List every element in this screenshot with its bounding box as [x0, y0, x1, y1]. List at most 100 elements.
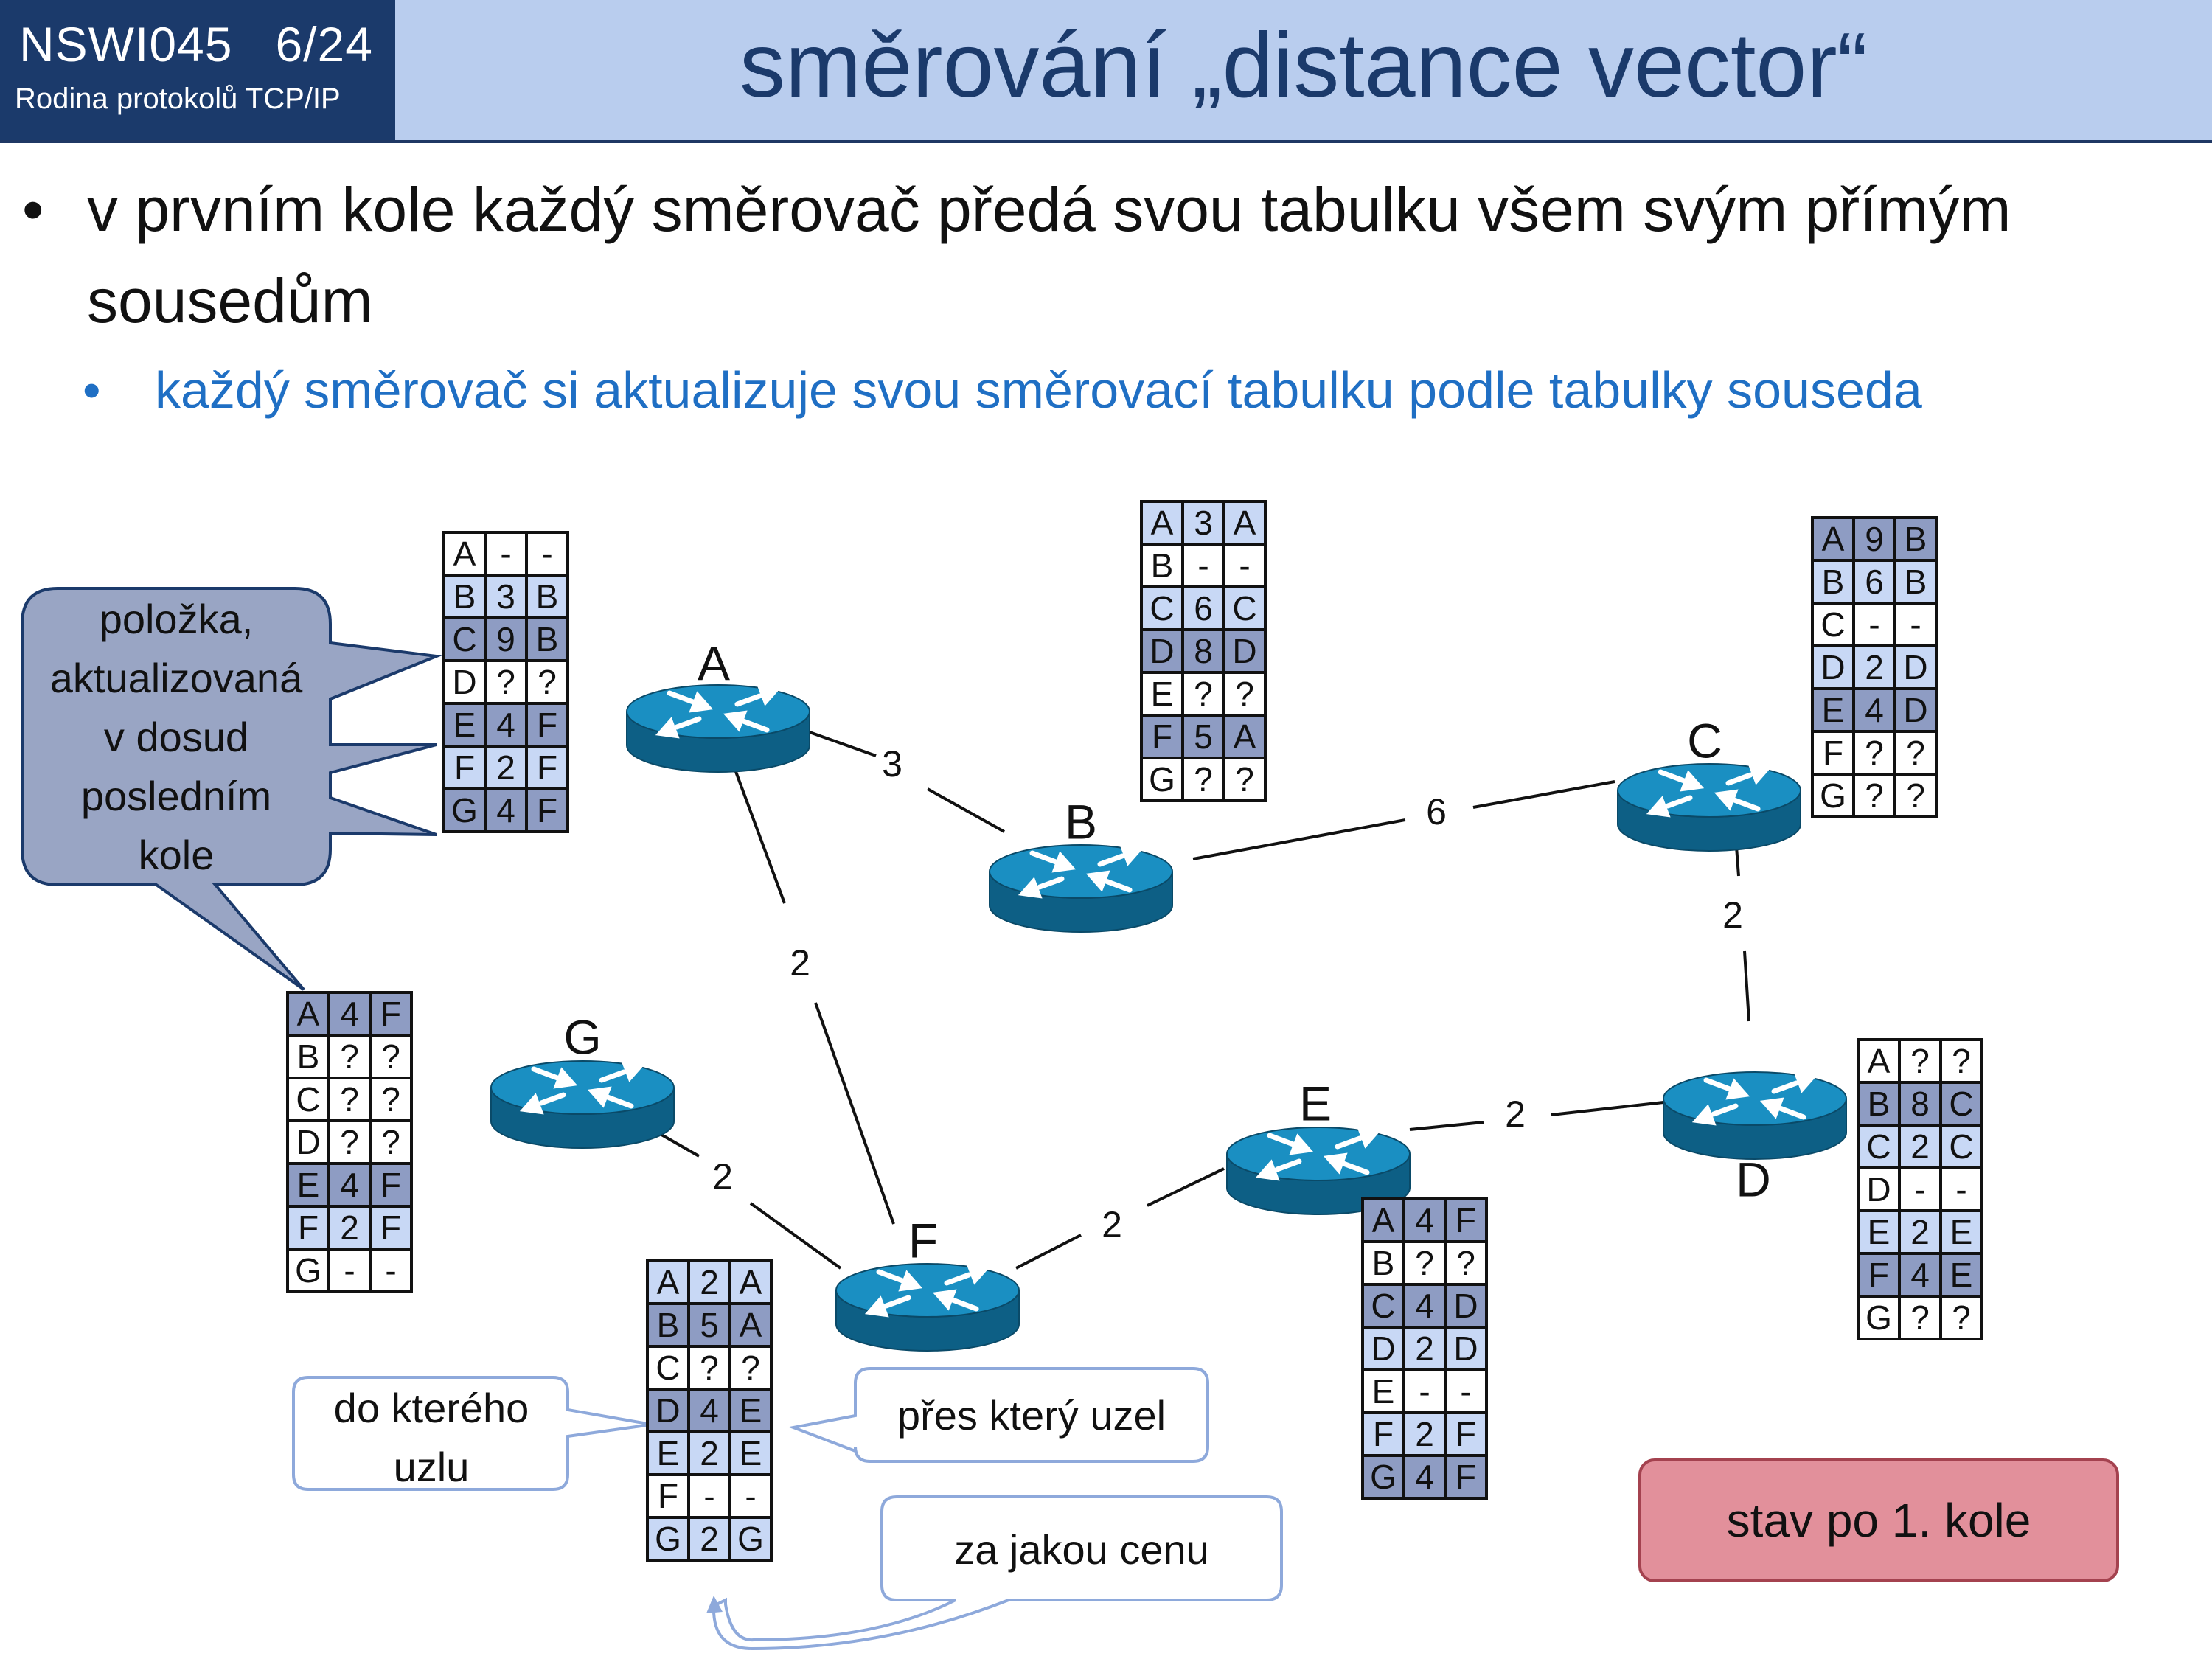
cell-dest: A [1361, 1197, 1405, 1243]
cell-cost: 4 [1898, 1252, 1942, 1298]
cell-via: ? [728, 1345, 773, 1391]
table-row: G-- [286, 1248, 413, 1293]
cell-via: - [1939, 1166, 1983, 1212]
state-label-box: stav po 1. kole [1638, 1458, 2119, 1582]
cell-via: F [1444, 1411, 1488, 1457]
cell-dest: G [1361, 1454, 1405, 1500]
cell-cost: 2 [1852, 644, 1896, 690]
table-row: A?? [1857, 1038, 1983, 1084]
cell-dest: F [646, 1473, 690, 1519]
cell-dest: A [1857, 1038, 1901, 1084]
router-arrows-icon [1691, 1071, 1818, 1126]
cell-cost: - [1402, 1368, 1447, 1414]
cell-cost: ? [1898, 1295, 1942, 1340]
course-code: NSWI045 6/24 [19, 17, 373, 72]
cell-cost: ? [687, 1345, 731, 1391]
cell-via: E [728, 1430, 773, 1476]
cell-cost: - [1852, 602, 1896, 647]
link-a-f: 2 [728, 755, 895, 1225]
link-line [1409, 1121, 1484, 1131]
cell-via: A [728, 1259, 773, 1305]
link-g-f: 2 [647, 1125, 842, 1270]
cell-dest: D [1857, 1166, 1901, 1212]
link-line [728, 755, 786, 904]
cell-dest: D [1140, 628, 1184, 674]
cell-dest: G [1140, 757, 1184, 802]
cell-cost: ? [327, 1034, 372, 1079]
cell-cost: 2 [327, 1205, 372, 1251]
router-g: G [490, 1009, 675, 1149]
callout-line: v dosud [103, 714, 249, 760]
cell-via: A [1222, 714, 1267, 759]
table-row: E?? [1140, 671, 1267, 717]
bullet-icon: • [83, 361, 101, 419]
cell-dest: C [442, 616, 487, 662]
cell-cost: 5 [1181, 714, 1225, 759]
table-row: D-- [1857, 1166, 1983, 1212]
cell-via: ? [369, 1077, 413, 1122]
cell-via: A [728, 1302, 773, 1348]
cell-dest: E [1361, 1368, 1405, 1414]
cell-dest: B [1140, 543, 1184, 588]
cell-via: D [1893, 687, 1938, 733]
cell-dest: D [1361, 1326, 1405, 1371]
router-arrows-icon [1646, 763, 1773, 818]
cell-cost: ? [484, 659, 528, 705]
cell-via: ? [1222, 671, 1267, 717]
cell-cost: 2 [1898, 1209, 1942, 1255]
cell-cost: 4 [327, 991, 372, 1037]
cell-via: ? [1939, 1038, 1983, 1084]
pointer-arrow-icon [706, 1596, 723, 1613]
router-arrows-icon [864, 1263, 991, 1318]
cell-dest: F [286, 1205, 330, 1251]
cell-dest: C [286, 1077, 330, 1122]
cell-dest: E [646, 1430, 690, 1476]
router-arrows-icon [1018, 844, 1144, 899]
course-box: NSWI045 6/24 Rodina protokolů TCP/IP [0, 0, 395, 140]
link-a-b: 3 [809, 731, 1005, 833]
cell-via: F [1444, 1197, 1488, 1243]
cell-dest: B [286, 1034, 330, 1079]
cell-cost: 4 [1852, 687, 1896, 733]
table-row: D?? [286, 1119, 413, 1165]
cell-cost: 4 [687, 1388, 731, 1433]
callout-dest-bubble [292, 1376, 653, 1491]
cell-dest: G [442, 787, 487, 833]
cell-dest: E [286, 1162, 330, 1208]
cell-via: C [1222, 585, 1267, 631]
cell-cost: - [1898, 1166, 1942, 1212]
cell-dest: F [1857, 1252, 1901, 1298]
cell-cost: 4 [1402, 1197, 1447, 1243]
callout-via-text: přes který uzel [857, 1386, 1206, 1445]
cell-cost: 4 [484, 787, 528, 833]
cell-via: F [369, 1162, 413, 1208]
cell-cost: ? [1898, 1038, 1942, 1084]
callout-line: kole [138, 832, 215, 878]
callout-line: aktualizovaná [49, 655, 303, 701]
callout-cost-text: za jakou cenu [883, 1520, 1280, 1579]
cell-cost: 8 [1181, 628, 1225, 674]
cell-dest: G [1857, 1295, 1901, 1340]
cell-via: F [369, 1205, 413, 1251]
link-d-e: 2 [1409, 1093, 1664, 1135]
callouts-layer [21, 587, 1283, 1651]
link-line [1147, 1167, 1225, 1207]
callout-via-bubble [787, 1367, 1209, 1463]
cell-via: ? [525, 659, 569, 705]
cell-via: F [525, 787, 569, 833]
cell-cost: 4 [1402, 1283, 1447, 1329]
